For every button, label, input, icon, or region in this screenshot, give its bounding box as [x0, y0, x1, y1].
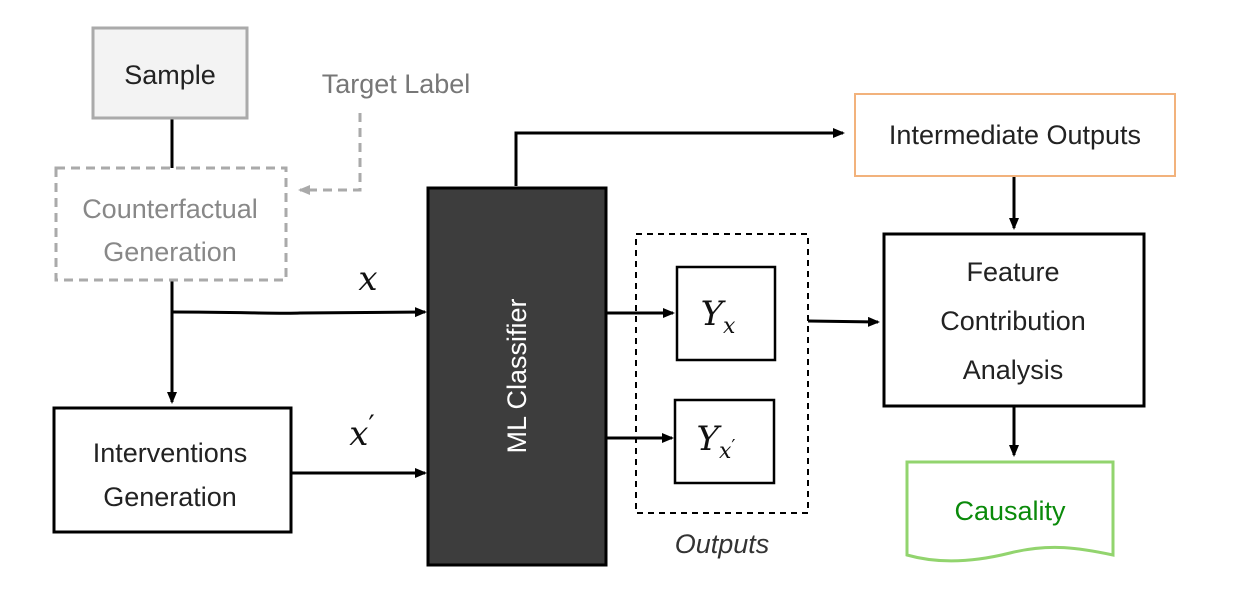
x-prime-mark: ′	[368, 409, 374, 442]
feature-label-line2: Contribution	[940, 306, 1086, 336]
yxprime-box	[673, 398, 776, 485]
outputs-caption: Outputs	[675, 529, 770, 559]
interventions-generation-box	[52, 406, 293, 534]
counterfactual-label-line1: Counterfactual	[82, 194, 258, 224]
target-label-dashed-arrow	[298, 113, 362, 195]
yx-base: Y	[701, 294, 727, 334]
classifier-to-intermediate-arrow	[514, 128, 845, 186]
feature-contribution-box	[882, 232, 1146, 408]
counterfactual-label-line2: Generation	[103, 237, 237, 267]
x-input-arrow	[171, 307, 427, 318]
yxprime-label: Yx′	[697, 419, 736, 464]
intermediate-outputs-label: Intermediate Outputs	[889, 120, 1141, 150]
interventions-label-line1: Interventions	[93, 438, 248, 468]
x-prime-label: x′	[349, 409, 375, 454]
yx-sub: x	[723, 314, 736, 339]
yxprime-base: Y	[697, 419, 723, 459]
x-label-var: x	[358, 259, 377, 299]
yx-label: Yx	[701, 294, 736, 339]
sample-label: Sample	[124, 60, 216, 90]
causality-label: Causality	[954, 496, 1066, 526]
feature-label-line1: Feature	[966, 257, 1059, 287]
yx-box	[675, 265, 777, 362]
ml-classifier-label: ML Classifier	[502, 298, 532, 453]
x-prime-var: x	[349, 414, 368, 454]
ml-classifier-box	[426, 186, 608, 567]
x-label: x	[358, 259, 377, 299]
yxprime-sub-mark: ′	[731, 436, 735, 457]
target-label-text: Target Label	[322, 69, 471, 99]
causality-document	[905, 460, 1115, 563]
interventions-label-line2: Generation	[103, 482, 237, 512]
yxprime-sub: x	[719, 439, 732, 464]
outputs-to-feature-arrow	[807, 316, 880, 327]
counterfactual-generation-box	[54, 166, 288, 282]
feature-label-line3: Analysis	[963, 355, 1064, 385]
outputs-group	[635, 233, 809, 514]
sample-box	[91, 26, 249, 120]
intermediate-outputs-box	[854, 93, 1176, 177]
